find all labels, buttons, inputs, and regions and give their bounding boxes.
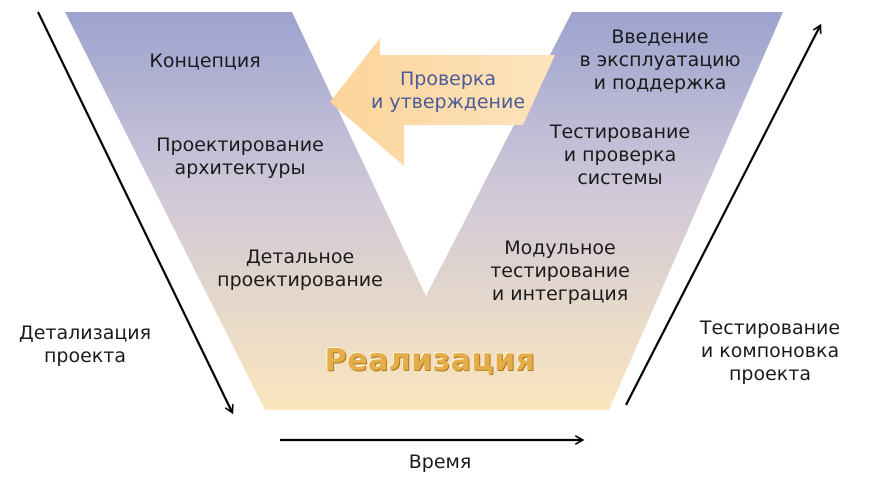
implementation-label: Реализация xyxy=(324,343,536,378)
stage-unit-test: Модульное тестирование и интеграция xyxy=(490,237,630,305)
right-axis-label: Тестирование и компоновка проекта xyxy=(699,317,841,385)
verification-arrow xyxy=(330,38,555,166)
verification-label: Проверка и утверждение xyxy=(370,68,526,113)
integration-arrow xyxy=(625,26,820,406)
stage-detailed-design: Детальное проектирование xyxy=(217,246,383,291)
stage-operation: Введение в эксплуатацию и поддержка xyxy=(579,26,741,94)
stage-concept: Концепция xyxy=(149,50,261,72)
stage-system-test: Тестирование и проверка системы xyxy=(549,121,691,189)
stage-architecture: Проектирование архитектуры xyxy=(156,134,324,179)
left-axis-label: Детализация проекта xyxy=(18,322,152,367)
time-axis-label: Время xyxy=(408,451,472,473)
detail-arrow xyxy=(37,11,232,412)
v-shape xyxy=(65,12,783,410)
